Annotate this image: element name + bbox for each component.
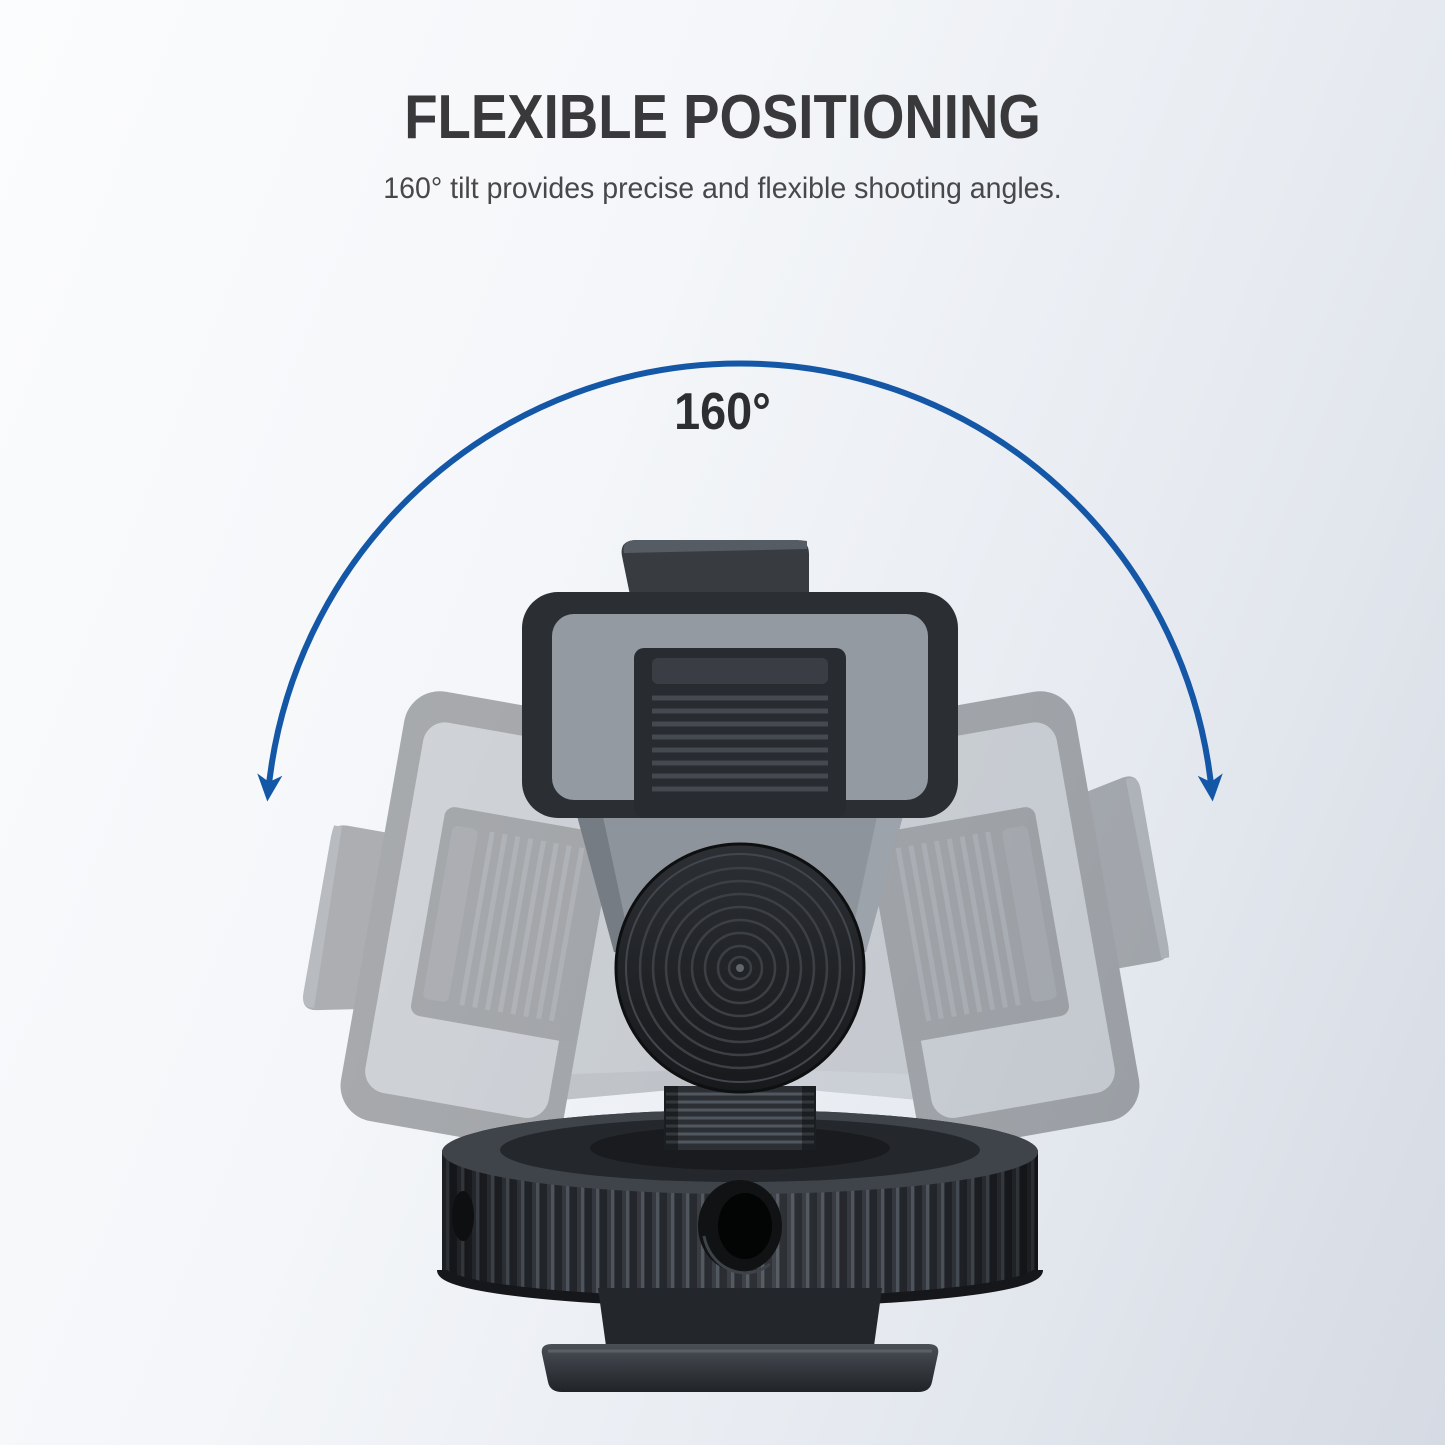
threaded-neck bbox=[664, 1086, 816, 1150]
pivot-disc bbox=[614, 842, 866, 1094]
tilt-arc bbox=[257, 360, 1223, 802]
disc-grooves bbox=[638, 866, 842, 1070]
cold-shoe-base bbox=[541, 1288, 939, 1392]
page-subtitle: 160° tilt provides precise and flexible … bbox=[383, 172, 1062, 205]
page-title: FLEXIBLE POSITIONING bbox=[404, 83, 1041, 152]
angle-label: 160° bbox=[674, 383, 771, 441]
left-edge-hole bbox=[452, 1191, 474, 1241]
knurled-lock-ring bbox=[437, 1110, 1043, 1307]
